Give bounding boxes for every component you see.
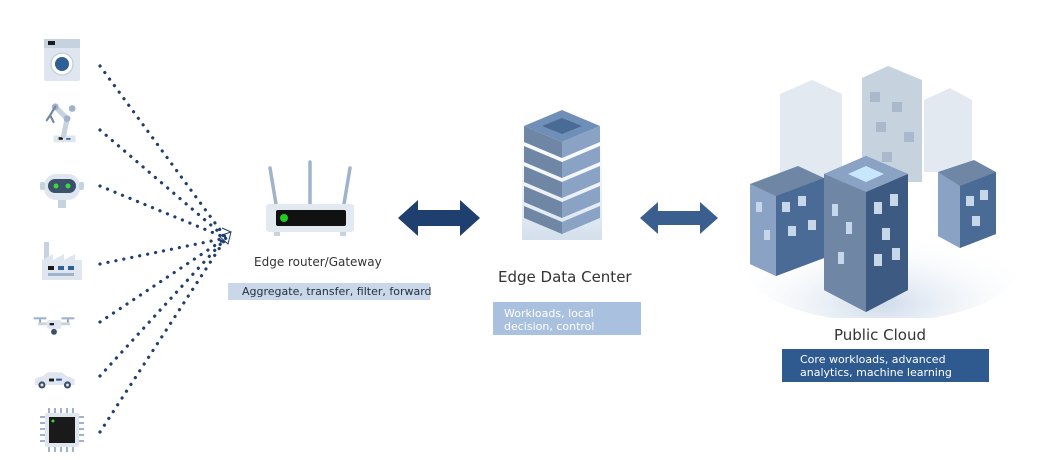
washing-machine-icon bbox=[44, 39, 80, 81]
cloud-description-box: Core workloads, advanced analytics, mach… bbox=[782, 349, 989, 382]
connection-line bbox=[98, 236, 228, 378]
connection-line bbox=[98, 236, 228, 266]
factory-icon bbox=[42, 242, 82, 280]
datacenter-description-box: Workloads, local decision, control bbox=[493, 302, 641, 335]
datacenter-title: Edge Data Center bbox=[498, 268, 632, 286]
datacenter-description-line2: decision, control bbox=[504, 320, 595, 333]
router-title: Edge router/Gateway bbox=[254, 255, 382, 269]
router-description-box: Aggregate, transfer, filter, forward bbox=[228, 283, 432, 300]
public-cloud-buildings-icon bbox=[742, 66, 1020, 318]
drone-icon bbox=[33, 317, 75, 335]
router-icon bbox=[266, 160, 354, 236]
bidirectional-arrow-icon bbox=[398, 200, 480, 236]
connection-line bbox=[98, 236, 228, 434]
connection-line bbox=[98, 128, 228, 240]
robot-head-icon bbox=[40, 174, 84, 208]
mesh-hub-icon bbox=[218, 227, 232, 245]
connection-line bbox=[98, 236, 228, 324]
cloud-description-line1: Core workloads, advanced bbox=[800, 353, 946, 366]
bidirectional-arrow-icon bbox=[640, 202, 718, 234]
cloud-title: Public Cloud bbox=[834, 326, 927, 344]
datacenter-description-line1: Workloads, local bbox=[504, 307, 594, 320]
microchip-icon bbox=[40, 408, 84, 452]
connection-line bbox=[98, 184, 228, 240]
edge-data-center-icon bbox=[522, 96, 602, 240]
car-icon bbox=[34, 372, 75, 389]
cloud-description-line2: analytics, machine learning bbox=[800, 366, 952, 379]
robotic-arm-icon bbox=[45, 103, 76, 143]
router-description: Aggregate, transfer, filter, forward bbox=[242, 285, 432, 298]
connection-line bbox=[98, 64, 228, 240]
